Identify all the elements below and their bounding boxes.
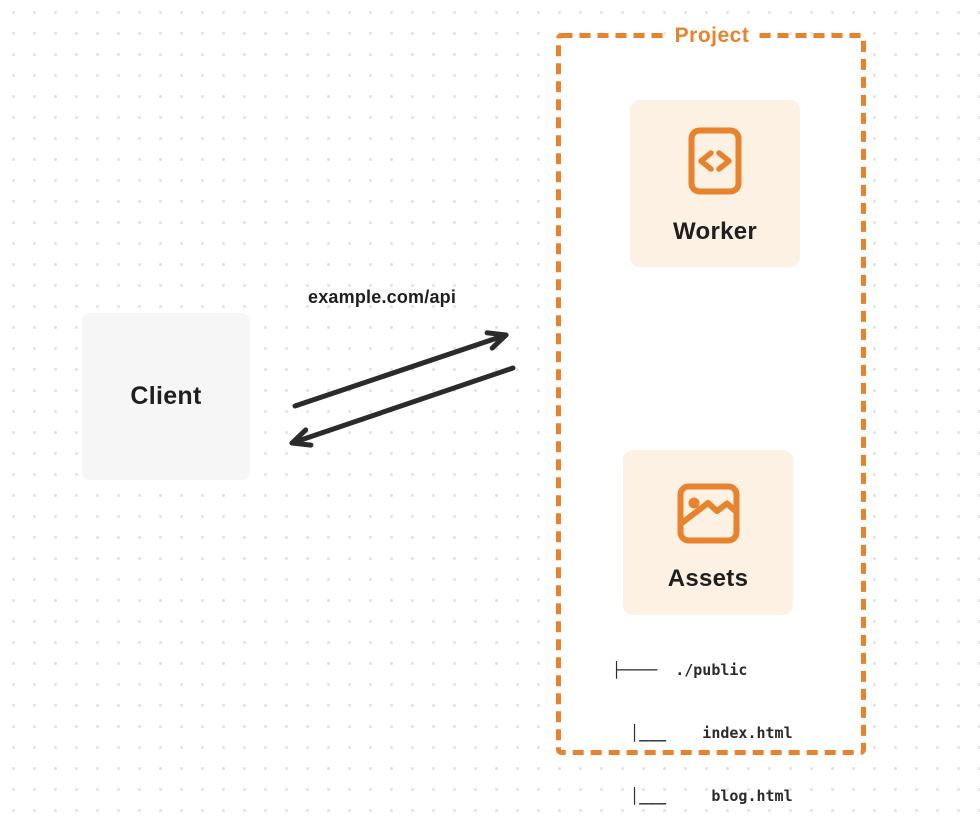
tree-line-blog-html: │___ blog.html <box>612 787 793 805</box>
worker-node: Worker <box>630 100 800 267</box>
request-arrow-shaft <box>292 332 509 409</box>
assets-label: Assets <box>667 565 749 592</box>
request-arrowhead-icon <box>484 330 509 351</box>
client-label: Client <box>130 382 202 410</box>
assets-file-tree: ├──── ./public │___ index.html │___ blog… <box>612 618 793 818</box>
worker-label: Worker <box>672 218 758 245</box>
code-document-icon <box>688 127 742 195</box>
response-arrowhead-icon <box>289 427 314 448</box>
assets-node: Assets <box>623 450 793 615</box>
image-icon <box>677 483 739 544</box>
response-arrow-shaft <box>289 365 516 446</box>
tree-line-index-html: │___ index.html <box>612 724 793 742</box>
request-url-label: example.com/api <box>308 287 457 307</box>
tree-line-public: ├──── ./public <box>612 661 748 679</box>
client-node: Client <box>82 313 250 480</box>
project-label: Project <box>665 24 759 48</box>
